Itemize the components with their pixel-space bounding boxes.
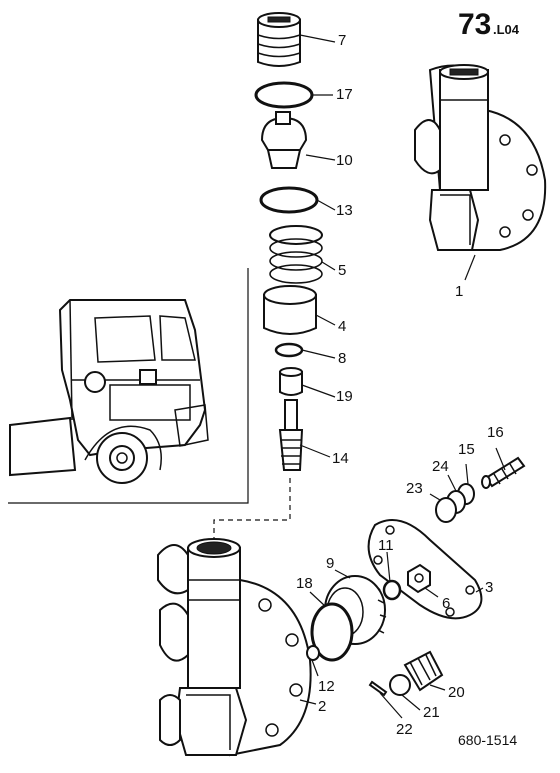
- callout-2: 2: [318, 698, 327, 715]
- part-23-nut: [435, 497, 457, 523]
- callout-12: 12: [318, 678, 335, 695]
- part-11-washer: [382, 579, 402, 601]
- part-22-pin: [368, 680, 388, 697]
- page-number: 73: [458, 8, 492, 41]
- part-19-bushing: [279, 367, 303, 396]
- callout-4: 4: [338, 318, 347, 335]
- part-18-ring: [310, 602, 354, 662]
- part-17-ring: [254, 81, 314, 109]
- part-6-nut: [407, 563, 431, 594]
- callout-20: 20: [448, 684, 465, 701]
- callout-22: 22: [396, 721, 413, 738]
- callout-21: 21: [423, 704, 440, 721]
- callout-11: 11: [378, 537, 394, 554]
- page-suffix: .L04: [493, 22, 520, 37]
- callout-18: 18: [296, 575, 313, 592]
- main-housing-assembly: [157, 538, 312, 757]
- callout-23: 23: [406, 480, 423, 497]
- part-12-pin: [306, 645, 320, 661]
- callout-6: 6: [442, 595, 451, 612]
- callout-3: 3: [485, 579, 494, 596]
- callout-9: 9: [326, 555, 335, 572]
- callout-7: 7: [338, 32, 347, 49]
- part-8-ring: [274, 342, 304, 358]
- callout-17: 17: [336, 86, 353, 103]
- callout-1: 1: [455, 283, 464, 300]
- part-7-cap: [257, 12, 301, 67]
- leader-lines: [299, 34, 506, 719]
- part-20-pinion: [403, 650, 444, 692]
- callout-24: 24: [432, 458, 449, 475]
- callout-14: 14: [332, 450, 349, 467]
- part-10-valve: [260, 111, 308, 169]
- part-21-washer: [389, 674, 411, 696]
- part-14-piston: [278, 399, 304, 471]
- part-4-sleeve: [263, 285, 317, 335]
- callout-15: 15: [458, 441, 475, 458]
- callout-5: 5: [338, 262, 347, 279]
- part-13-ring: [259, 186, 319, 214]
- callout-8: 8: [338, 350, 347, 367]
- truck-inset: [8, 268, 249, 504]
- callout-16: 16: [487, 424, 504, 441]
- assembly-view-1: [414, 64, 547, 251]
- dashed-guide: [213, 478, 291, 540]
- callout-13: 13: [336, 202, 353, 219]
- drawing-code: 680-1514: [458, 732, 518, 748]
- part-16-screw: [481, 456, 526, 489]
- callout-10: 10: [336, 152, 353, 169]
- callout-19: 19: [336, 388, 353, 405]
- part-5-spring: [269, 225, 323, 284]
